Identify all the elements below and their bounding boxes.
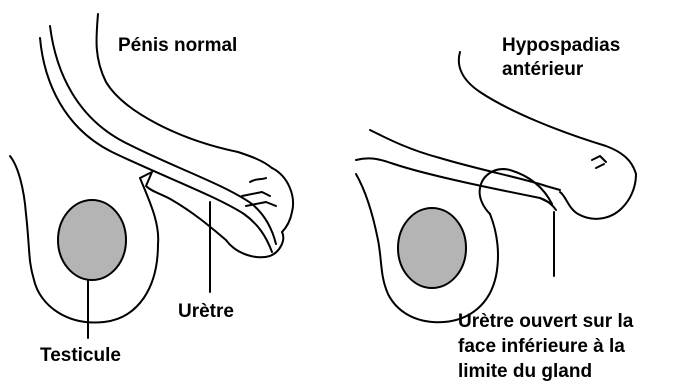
hypo-urethral-opening (540, 198, 556, 210)
hypo-glans-outline (560, 174, 636, 219)
hypo-urethra-label-line2: face inférieure à la (458, 335, 625, 358)
hypospadias-title-line2: antérieur (502, 58, 583, 81)
hypo-urethra-label-line3: limite du gland (458, 360, 592, 383)
hypospadias-title-line1: Hypospadias (502, 34, 620, 57)
hypospadias-testicle (398, 208, 466, 288)
testicle-label: Testicule (40, 344, 121, 367)
normal-penis-drawing (10, 14, 293, 338)
normal-testicle (58, 200, 126, 280)
hypo-urethra-channel (356, 158, 552, 204)
hypo-urethra-label-line1: Urètre ouvert sur la (458, 310, 633, 333)
hypospadias-drawing (356, 52, 636, 322)
hypo-shaft-underside (480, 169, 552, 214)
normal-urethra-label: Urètre (178, 300, 234, 323)
hypo-corona (592, 156, 606, 168)
normal-penis-title: Pénis normal (118, 34, 237, 57)
